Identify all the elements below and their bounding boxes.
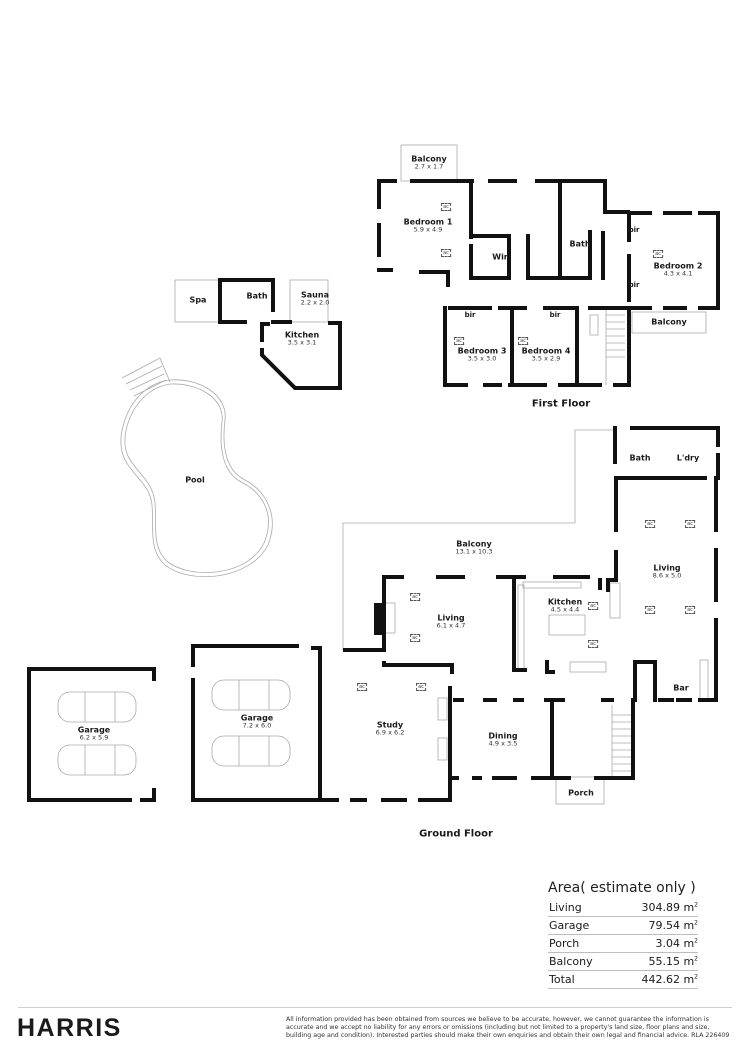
bir-label: bir [628, 280, 640, 289]
ac-icon: ac [653, 250, 663, 258]
room-label-porch: Porch [568, 788, 594, 798]
area-row-balcony: Balcony 55.15 m2 [548, 953, 698, 971]
room-label-laundry: L'dry [676, 453, 700, 463]
disclaimer-text: All information provided has been obtain… [286, 1016, 730, 1040]
room-label-spa: Spa [189, 295, 207, 305]
ac-icon: ac [518, 337, 528, 345]
ac-icon: ac [685, 606, 695, 614]
room-label-garage-double: Garage 7.2 x 6.0 [240, 713, 274, 730]
area-row-porch: Porch 3.04 m2 [548, 935, 698, 953]
room-label-bar: Bar [673, 683, 689, 693]
room-label-study: Study 6.9 x 6.2 [375, 720, 405, 737]
area-table-title: Area( estimate only ) [548, 880, 696, 896]
ac-icon: ac [588, 602, 598, 610]
bir-label: bir [464, 310, 476, 319]
room-label-garage-single: Garage 6.2 x 5.9 [77, 725, 111, 742]
room-label-bedroom-2: Bedroom 2 4.3 x 4.1 [653, 261, 703, 278]
room-label-kitchen-outbuilding: Kitchen 3.5 x 3.1 [284, 330, 320, 347]
ac-icon: ac [416, 683, 426, 691]
room-label-bedroom-4: Bedroom 4 3.5 x 2.9 [521, 346, 571, 363]
room-label-living-front: Living 6.1 x 4.7 [436, 613, 466, 630]
room-label-wir: Wir [492, 252, 508, 262]
ac-icon: ac [454, 337, 464, 345]
ground-floor-title: Ground Floor [419, 828, 493, 840]
brand-logo: HARRIS [17, 1014, 122, 1042]
room-label-balcony-ground: Balcony 13.1 x 10.3 [455, 539, 493, 556]
ac-icon: ac [410, 593, 420, 601]
room-label-balcony-first-floor: Balcony 2.7 x 1.7 [411, 154, 447, 171]
stairs-first-floor [605, 310, 625, 385]
room-label-balcony-bedroom-2: Balcony [651, 317, 687, 327]
bir-label: bir [549, 310, 561, 319]
room-label-kitchen: Kitchen 4.5 x 4.4 [547, 597, 583, 614]
fireplace-icon [374, 603, 386, 635]
room-label-bath-ground: Bath [629, 453, 651, 463]
room-label-pool: Pool [185, 475, 205, 485]
area-table: Area( estimate only ) Living 304.89 m2 G… [548, 880, 698, 989]
area-row-total: Total 442.62 m2 [548, 971, 698, 989]
room-label-bedroom-3: Bedroom 3 3.5 x 3.0 [457, 346, 507, 363]
room-label-dining: Dining 4.9 x 3.5 [488, 731, 518, 748]
area-row-living: Living 304.89 m2 [548, 899, 698, 917]
ac-icon: ac [588, 640, 598, 648]
room-label-living-rear: Living 8.6 x 5.0 [652, 563, 682, 580]
area-row-garage: Garage 79.54 m2 [548, 917, 698, 935]
first-floor-title: First Floor [531, 398, 591, 410]
room-label-sauna: Sauna 2.2 x 2.0 [300, 290, 330, 307]
ac-icon: ac [685, 520, 695, 528]
ac-icon: ac [441, 203, 451, 211]
bir-label: bir [628, 225, 640, 234]
footer-divider [18, 1007, 732, 1008]
ac-icon: ac [645, 520, 655, 528]
ac-icon: ac [441, 249, 451, 257]
stairs-ground-floor [611, 705, 632, 777]
ac-icon: ac [357, 683, 367, 691]
room-label-bath-outbuilding: Bath [246, 291, 268, 301]
light-outlines [57, 144, 709, 805]
car-outlines [57, 679, 291, 776]
room-label-bedroom-1: Bedroom 1 5.9 x 4.9 [403, 217, 453, 234]
room-label-bath-first-floor: Bath [569, 239, 591, 249]
ac-icon: ac [645, 606, 655, 614]
walls [27, 179, 720, 802]
ac-icon: ac [410, 634, 420, 642]
